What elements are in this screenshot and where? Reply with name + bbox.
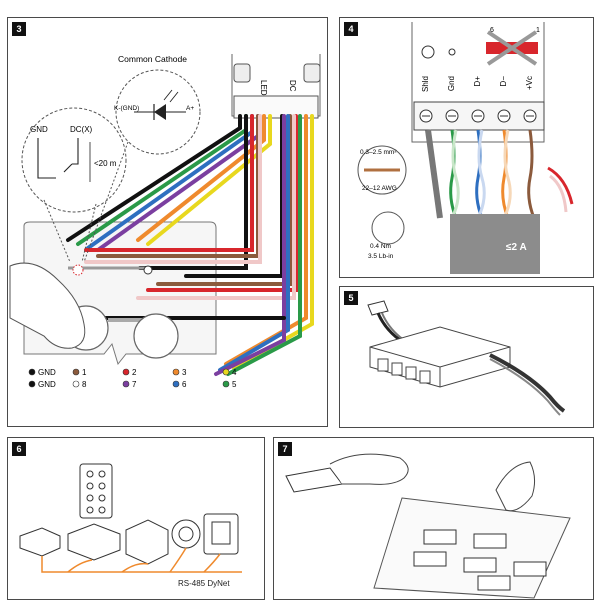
pin-6-label: 6 — [490, 27, 494, 34]
legend-swatch — [122, 380, 130, 388]
current-rating: ≤2 A — [506, 242, 527, 253]
ribbon-cable — [376, 312, 413, 351]
cable-jacket-right — [500, 214, 540, 274]
torque-nm-label: 0.4 Nm — [370, 243, 391, 250]
legend-label: 3 — [182, 368, 187, 377]
panel-wiring-diagram: 3 LED DC — [7, 17, 328, 427]
wiring-diagram-svg: LED DC — [9, 54, 321, 389]
terminal-label-dminus: D− — [499, 76, 508, 87]
panel-labels: 7 — [273, 437, 594, 600]
panel-4-badge: 4 — [344, 22, 358, 36]
keypad-buttons — [86, 470, 106, 514]
switch-symbol — [37, 138, 79, 179]
twisted-pair-wires — [425, 129, 574, 219]
wire-bundle — [66, 114, 314, 376]
legend-swatch — [122, 368, 130, 376]
legend-label: 6 — [182, 380, 187, 389]
module-terminals — [377, 358, 431, 384]
legend-swatch — [72, 368, 80, 376]
bus-drops — [67, 547, 221, 573]
panel-terminal-block: 4 6 1 Shld Gnd D+ D− +Vc — [339, 17, 594, 278]
terminal-label-dplus: D+ — [473, 76, 482, 87]
legend-swatch — [172, 380, 180, 388]
bus-line — [41, 556, 242, 573]
push-button-right — [133, 313, 179, 359]
panel-3-badge: 3 — [12, 22, 26, 36]
bus-label: RS-485 DyNet — [178, 579, 230, 588]
common-cathode-title: Common Cathode — [118, 54, 187, 64]
flat-cable — [489, 353, 566, 413]
legend-swatch — [72, 380, 80, 388]
legend-label: 8 — [82, 380, 87, 389]
led-label: LED — [259, 80, 268, 96]
legend-label: 5 — [232, 380, 237, 389]
hand-right — [495, 461, 536, 512]
awg-label: 22–12 AWG — [362, 185, 397, 192]
device-1 — [19, 527, 61, 557]
terminal-label-vc: +Vc — [525, 76, 534, 90]
ground-terminal-hole — [448, 48, 456, 56]
keypad-device — [79, 463, 113, 519]
legend-swatch — [172, 368, 180, 376]
callout-gnd-label: GND — [30, 125, 48, 134]
callout-dcx-label: DC(X) — [70, 125, 93, 134]
distance-label: <20 m — [94, 159, 117, 168]
legend-swatch — [222, 368, 230, 376]
panel-dynet-bus: 6 RS-485 DyNet — [7, 437, 265, 600]
led-dot — [143, 265, 153, 275]
terminal-label-shld: Shld — [421, 76, 430, 92]
peeled-label — [285, 467, 343, 493]
legend-label: GND — [38, 368, 56, 377]
legend-label: GND — [38, 380, 56, 389]
finger-illustration — [9, 262, 86, 349]
barcode-labels — [413, 529, 547, 591]
panel-6-badge: 6 — [12, 442, 26, 456]
terminal-block-svg: 6 1 Shld Gnd D+ D− +Vc — [357, 22, 574, 274]
legend-swatch — [222, 380, 230, 388]
legend-label: 2 — [132, 368, 137, 377]
anode-label: A+ — [186, 105, 194, 112]
panel-module-assembly: 5 — [339, 286, 594, 428]
plug-connector — [367, 300, 389, 316]
torque-icon — [371, 211, 405, 245]
dc-label: DC — [288, 80, 297, 92]
device-3 — [125, 519, 169, 565]
pin-1-label: 1 — [536, 27, 540, 34]
wire-size-label: 0.3–2.5 mm² — [360, 149, 397, 156]
cable-jacket-left — [450, 214, 502, 274]
legend-swatch — [28, 380, 36, 388]
connector-block — [231, 54, 321, 119]
panel-5-badge: 5 — [344, 291, 358, 305]
panel-7-badge: 7 — [278, 442, 292, 456]
labels-svg — [285, 453, 571, 599]
label-sheet — [373, 497, 571, 599]
cathode-label: K-(GND) — [114, 105, 139, 112]
led-indicator — [72, 264, 84, 276]
screw-terminals — [419, 109, 537, 123]
legend-label: 1 — [82, 368, 87, 377]
shield-terminal-hole — [421, 45, 435, 59]
device-2 — [67, 523, 121, 561]
legend-label: 7 — [132, 380, 137, 389]
bus-devices — [19, 513, 239, 565]
callout-switch-bubble — [21, 107, 127, 213]
dynet-bus-svg: RS-485 DyNet — [19, 463, 242, 588]
hand-left — [329, 453, 409, 485]
terminal-labels: Shld Gnd D+ D− +Vc — [421, 76, 534, 92]
terminal-label-gnd: Gnd — [447, 76, 456, 91]
legend-label: 4 — [232, 368, 237, 377]
module-assembly-svg — [367, 300, 566, 416]
diode-symbol — [134, 89, 186, 120]
legend-swatch — [28, 368, 36, 376]
torque-lbin-label: 3.5 Lb-in — [368, 253, 394, 260]
